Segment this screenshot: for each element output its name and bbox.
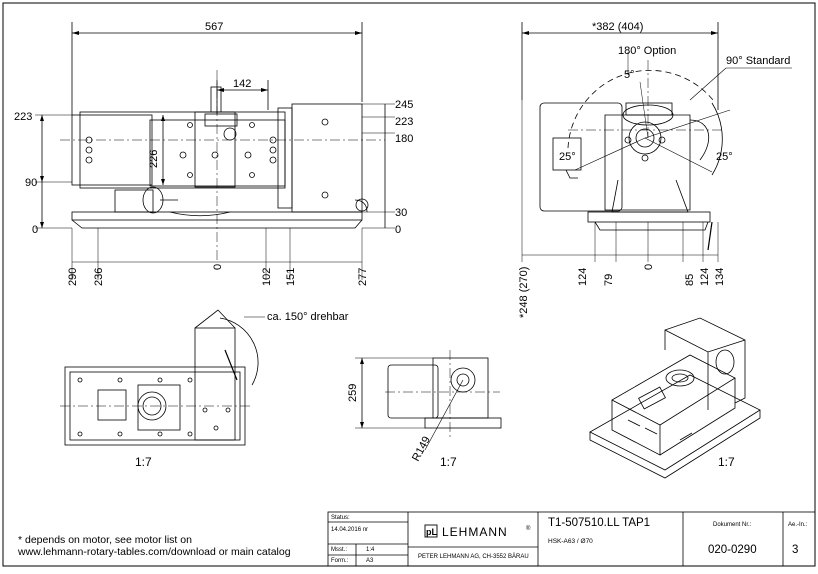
status-label: Status: <box>331 515 350 521</box>
company-name: LEHMANN <box>442 525 508 539</box>
dim-right-0: 0 <box>395 224 401 236</box>
iso-view-scale: 1:7 <box>718 455 735 469</box>
dim-bottom-102: 102 <box>261 268 273 286</box>
dim-rear-radius: R149 <box>410 435 433 464</box>
title-block <box>327 511 816 567</box>
dim-inner-width: 142 <box>233 78 251 90</box>
iso-view <box>589 317 761 479</box>
label-angle-5: 5° <box>624 69 635 81</box>
revision-value: 3 <box>792 544 798 556</box>
dim-bottom-0: 0 <box>212 264 224 270</box>
dim-rear-height: 259 <box>347 384 359 402</box>
rear-view <box>355 350 502 451</box>
dim-side-79: 79 <box>603 274 615 286</box>
dim-left-90: 90 <box>25 177 37 189</box>
dim-side-width: *382 (404) <box>592 21 643 33</box>
label-angle-25-right: 25° <box>716 151 733 163</box>
dim-side-0: 0 <box>643 264 655 270</box>
side-view <box>521 22 792 262</box>
drawing-date: 14.04.2016 nr <box>331 527 368 533</box>
dim-right-30: 30 <box>395 207 407 219</box>
dim-right-245: 245 <box>395 99 413 111</box>
dim-left-0: 0 <box>32 224 38 236</box>
dim-center-226: 226 <box>148 150 160 168</box>
revision-label: Ae.-In.: <box>788 522 808 528</box>
footnote-line-2: www.lehmann-rotary-tables.com/download o… <box>17 546 291 558</box>
dim-overall-width: 567 <box>205 21 223 33</box>
label-180-option: 180° Option <box>618 45 676 57</box>
dim-side-134: 134 <box>714 268 726 286</box>
front-view <box>35 22 395 280</box>
rear-view-labels: 259 R149 1:7 <box>347 384 457 469</box>
rear-view-scale: 1:7 <box>440 455 457 469</box>
format-label: Form.: <box>331 558 349 564</box>
dim-bottom-236: 236 <box>93 268 105 286</box>
top-view <box>60 309 265 446</box>
top-view-scale: 1:7 <box>135 455 152 469</box>
side-view-labels: *382 (404) 180° Option 90° Standard 5° 2… <box>518 21 790 318</box>
dim-bottom-277: 277 <box>357 268 369 286</box>
format-value: A3 <box>366 558 374 564</box>
spindle-spec: HSK-A63 / Ø70 <box>548 538 593 545</box>
scale-value: 1:4 <box>366 547 375 553</box>
dim-left-223: 223 <box>14 111 32 123</box>
scale-label: Msst.: <box>331 547 347 553</box>
dim-side-85: 85 <box>684 274 696 286</box>
dim-side-124-left: 124 <box>577 268 589 286</box>
label-angle-25-left: 25° <box>559 151 576 163</box>
dim-side-124-right: 124 <box>699 268 711 286</box>
front-view-labels: 567 142 223 90 0 226 245 223 180 30 0 29… <box>14 21 413 286</box>
dim-side-height: *248 (270) <box>518 267 530 318</box>
footnote-line-1: * depends on motor, see motor list on <box>18 534 192 546</box>
dim-bottom-290: 290 <box>67 268 79 286</box>
company-reg-mark: ® <box>526 525 531 532</box>
product-code: T1-507510.LL TAP1 <box>548 517 650 529</box>
document-number: 020-0290 <box>708 544 757 556</box>
title-block-text: Status: 14.04.2016 nr Msst.: 1:4 Form.: … <box>331 515 808 564</box>
top-view-labels: ca. 150° drehbar 1:7 <box>135 311 349 469</box>
company-address: PETER LEHMANN AG, CH-3552 BÄRAU <box>418 553 529 560</box>
document-number-label: Dokument Nr.: <box>713 522 752 528</box>
footnote: * depends on motor, see motor list on ww… <box>17 534 291 558</box>
dim-right-180: 180 <box>395 133 413 145</box>
iso-view-labels: 1:7 <box>718 455 735 469</box>
label-rotation: ca. 150° drehbar <box>267 311 349 323</box>
label-90-standard: 90° Standard <box>726 55 790 67</box>
dim-right-223: 223 <box>395 116 413 128</box>
company-logo-mark: pL <box>426 527 437 537</box>
dim-bottom-151: 151 <box>285 268 297 286</box>
